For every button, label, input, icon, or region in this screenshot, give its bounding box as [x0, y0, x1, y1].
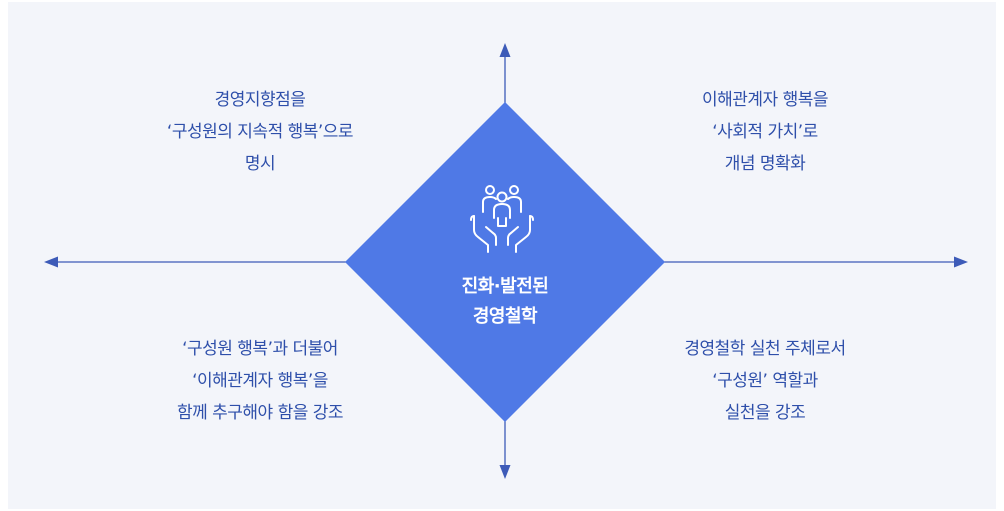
- quadrant-text-line: 실천을 강조: [724, 403, 806, 423]
- center-diamond: [345, 102, 665, 422]
- quadrant-text-line: 개념 명확화: [724, 154, 806, 174]
- quadrant-text-line: ‘이해관계자 행복’을: [192, 371, 328, 391]
- quadrant-text-line: 경영지향점을: [214, 90, 306, 110]
- quadrant-text-line: ‘구성원 행복’과 더불어: [182, 339, 338, 359]
- quadrant-top-left: 경영지향점을 ‘구성원의 지속적 행복’으로 명시: [100, 84, 420, 180]
- left-arrowhead: [44, 256, 58, 268]
- top-arrowhead: [499, 43, 511, 57]
- quadrant-text-line: ‘구성원의 지속적 행복’으로: [166, 122, 354, 142]
- people-in-hands-icon: [468, 182, 536, 254]
- quadrant-text-line: ‘구성원’ 역할과: [712, 371, 818, 391]
- quadrant-text-line: 이해관계자 행복을: [701, 90, 829, 110]
- center-title: 진화·발전된 경영철학: [405, 272, 605, 332]
- center-title-line: 진화·발전된: [461, 276, 549, 297]
- quadrant-bottom-right: 경영철학 실천 주체로서 ‘구성원’ 역할과 실천을 강조: [605, 333, 925, 429]
- quadrant-text-line: ‘사회적 가치’로: [712, 122, 818, 142]
- quadrant-top-right: 이해관계자 행복을 ‘사회적 가치’로 개념 명확화: [605, 84, 925, 180]
- quadrant-bottom-left: ‘구성원 행복’과 더불어 ‘이해관계자 행복’을 함께 추구해야 함을 강조: [100, 333, 420, 429]
- quadrant-text-line: 경영철학 실천 주체로서: [684, 339, 846, 359]
- bottom-arrowhead: [499, 465, 511, 479]
- center-title-line: 경영철학: [472, 306, 538, 327]
- quadrant-text-line: 함께 추구해야 함을 강조: [176, 403, 344, 423]
- right-arrowhead: [954, 256, 968, 268]
- quadrant-text-line: 명시: [244, 154, 276, 174]
